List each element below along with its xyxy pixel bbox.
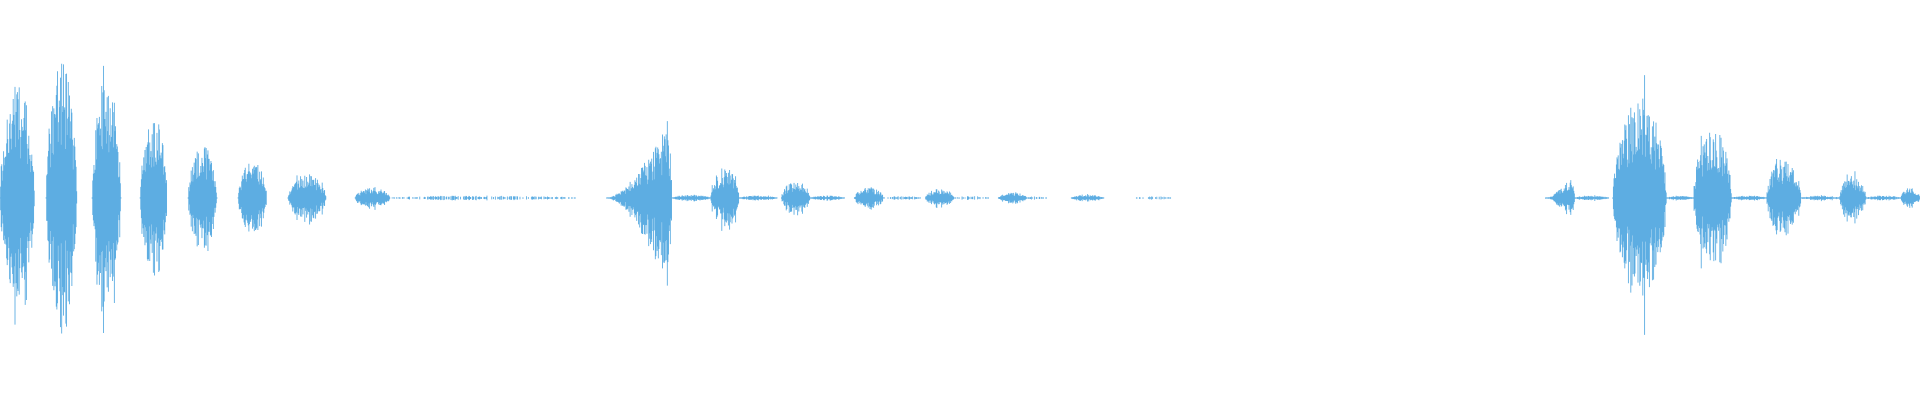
waveform-segment <box>780 182 811 216</box>
waveform-burst-path <box>1070 194 1105 202</box>
waveform-segment <box>1573 195 1610 201</box>
waveform-segment <box>1070 194 1105 202</box>
waveform-segment <box>1731 195 1767 201</box>
waveform-segment <box>237 163 267 232</box>
waveform-segment <box>606 121 672 286</box>
waveform-burst-path <box>1666 195 1694 201</box>
waveform-segment <box>1765 159 1802 236</box>
waveform-burst-path <box>1545 180 1575 215</box>
waveform-segment <box>1865 195 1901 201</box>
waveform-burst-path <box>1800 195 1840 202</box>
waveform-segment <box>1900 188 1920 208</box>
waveform-burst-path <box>389 195 576 201</box>
waveform-burst-path <box>606 121 672 286</box>
waveform-burst-path <box>924 189 955 208</box>
waveform-segment <box>1135 196 1172 200</box>
waveform-segment <box>882 196 921 200</box>
waveform-segments <box>0 63 1920 335</box>
waveform-segment <box>354 187 390 210</box>
waveform-burst-path <box>953 196 989 200</box>
waveform-burst-path <box>882 196 921 200</box>
waveform-segment <box>1612 75 1667 335</box>
waveform-segment <box>853 187 884 210</box>
waveform-burst-path <box>91 65 122 334</box>
waveform-segment <box>1545 180 1575 215</box>
waveform-burst-path <box>1765 159 1802 236</box>
waveform-segment <box>1838 171 1867 224</box>
waveform-segment <box>389 195 576 201</box>
waveform-segment <box>924 189 955 208</box>
waveform-burst-path <box>809 195 845 201</box>
waveform-burst-path <box>853 187 884 210</box>
waveform-burst-path <box>287 174 327 225</box>
waveform-burst-path <box>1865 195 1901 201</box>
waveform-segment <box>187 147 218 252</box>
waveform-segment <box>287 174 327 225</box>
waveform-segment <box>1692 132 1733 269</box>
waveform-burst-path <box>738 195 778 201</box>
waveform-burst-path <box>1027 196 1047 200</box>
waveform-segment <box>809 195 845 201</box>
waveform-segment <box>709 168 740 231</box>
waveform-burst-path <box>1692 132 1733 269</box>
waveform-burst-path <box>354 187 390 210</box>
waveform-segment <box>45 63 78 334</box>
waveform-burst-path <box>0 86 35 325</box>
waveform-segment <box>671 194 711 202</box>
waveform-segment <box>139 123 168 276</box>
waveform-burst-path <box>671 194 711 202</box>
waveform-segment <box>953 196 989 200</box>
waveform-burst-path <box>1838 171 1867 224</box>
waveform-burst-path <box>237 163 267 232</box>
waveform-burst-path <box>1573 195 1610 201</box>
waveform-burst-path <box>709 168 740 231</box>
waveform-segment <box>738 195 778 201</box>
waveform-segment <box>1666 195 1694 201</box>
waveform-burst-path <box>45 63 78 334</box>
waveform-burst-path <box>139 123 168 276</box>
waveform-segment <box>1800 195 1840 202</box>
waveform-segment <box>0 86 35 325</box>
waveform-segment <box>91 65 122 334</box>
waveform-burst-path <box>780 182 811 216</box>
waveform-burst-path <box>1731 195 1767 201</box>
waveform-segment <box>997 192 1028 204</box>
waveform-burst-path <box>187 147 218 252</box>
waveform-burst-path <box>997 192 1028 204</box>
waveform-segment <box>1027 196 1047 200</box>
waveform-burst-path <box>1900 188 1920 208</box>
waveform-burst-path <box>1612 75 1667 335</box>
waveform-burst-path <box>1135 196 1172 200</box>
